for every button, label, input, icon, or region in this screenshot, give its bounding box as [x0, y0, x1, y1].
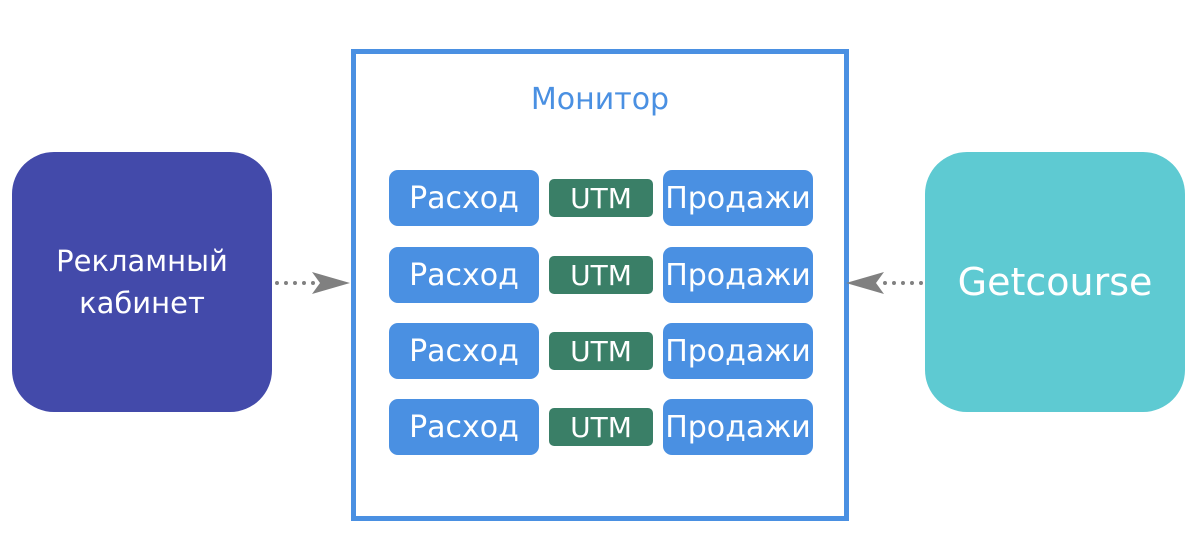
left-arrow-icon	[275, 272, 350, 294]
sales-pill: Продажи	[663, 170, 813, 226]
utm-pill: UTM	[549, 408, 653, 446]
expense-pill: Расход	[389, 247, 539, 303]
expense-pill: Расход	[389, 170, 539, 226]
sales-pill: Продажи	[663, 323, 813, 379]
utm-pill: UTM	[549, 256, 653, 294]
expense-pill: Расход	[389, 323, 539, 379]
getcourse-node: Getcourse	[925, 152, 1185, 412]
ad-cabinet-label: Рекламный кабинет	[56, 244, 228, 320]
sales-pill: Продажи	[663, 399, 813, 455]
monitor-title: Монитор	[530, 82, 670, 117]
utm-pill: UTM	[549, 332, 653, 370]
monitor-container: Монитор Расход UTM Продажи Расход UTM Пр…	[351, 49, 849, 521]
monitor-row-2: Расход UTM Продажи	[356, 247, 844, 303]
getcourse-label: Getcourse	[957, 260, 1153, 304]
utm-pill: UTM	[549, 179, 653, 217]
sales-pill: Продажи	[663, 247, 813, 303]
right-arrow-icon	[846, 272, 923, 294]
monitor-row-4: Расход UTM Продажи	[356, 399, 844, 455]
ad-cabinet-node: Рекламный кабинет	[12, 152, 272, 412]
expense-pill: Расход	[389, 399, 539, 455]
monitor-row-3: Расход UTM Продажи	[356, 323, 844, 379]
monitor-row-1: Расход UTM Продажи	[356, 170, 844, 226]
